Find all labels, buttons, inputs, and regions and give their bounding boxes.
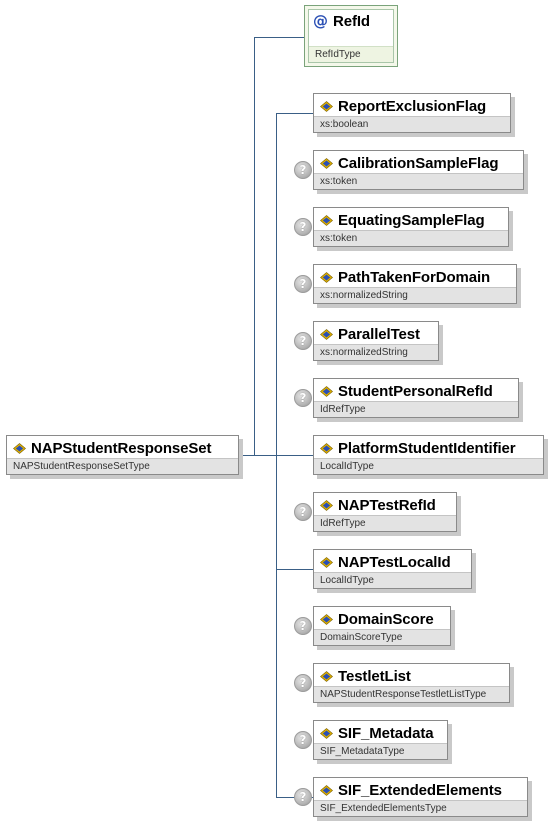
sequence-connector-horizontal (254, 455, 276, 456)
element-type: NAPStudentResponseTestletListType (314, 686, 509, 702)
element-icon (320, 727, 333, 739)
element-type: IdRefType (314, 515, 456, 531)
optional-icon: ? (294, 332, 312, 350)
element-name: SIF_ExtendedElements (338, 781, 502, 799)
element-node-naptestrefid[interactable]: NAPTestRefId IdRefType (313, 492, 461, 536)
optional-icon: ? (294, 218, 312, 236)
element-name: SIF_Metadata (338, 724, 434, 742)
child-connector (276, 113, 313, 114)
element-name: DomainScore (338, 610, 434, 628)
element-type: xs:token (314, 173, 523, 189)
optional-icon: ? (294, 161, 312, 179)
element-type: xs:normalizedString (314, 344, 438, 360)
element-icon (320, 613, 333, 625)
element-node-pathtakenfordomain[interactable]: PathTakenForDomain xs:normalizedString (313, 264, 521, 308)
root-element-name: NAPStudentResponseSet (31, 439, 212, 457)
element-name: StudentPersonalRefId (338, 382, 493, 400)
element-icon (13, 442, 26, 454)
element-name: CalibrationSampleFlag (338, 154, 499, 172)
element-node-domainscore[interactable]: DomainScore DomainScoreType (313, 606, 455, 650)
element-icon (320, 271, 333, 283)
element-node-equatingsampleflag[interactable]: EquatingSampleFlag xs:token (313, 207, 513, 251)
element-type: SIF_MetadataType (314, 743, 447, 759)
element-node-paralleltest[interactable]: ParallelTest xs:normalizedString (313, 321, 443, 365)
element-icon (320, 784, 333, 796)
optional-icon: ? (294, 617, 312, 635)
element-icon (320, 100, 333, 112)
attribute-icon: @ (313, 12, 328, 30)
element-icon (320, 442, 333, 454)
element-name: EquatingSampleFlag (338, 211, 485, 229)
element-name: ParallelTest (338, 325, 420, 343)
element-type: DomainScoreType (314, 629, 450, 645)
element-node-testletlist[interactable]: TestletList NAPStudentResponseTestletLis… (313, 663, 514, 707)
attribute-connector-horizontal (254, 37, 304, 38)
element-node-studentpersonalrefid[interactable]: StudentPersonalRefId IdRefType (313, 378, 523, 422)
attribute-type: RefIdType (309, 46, 393, 62)
element-name: ReportExclusionFlag (338, 97, 487, 115)
element-icon (320, 385, 333, 397)
element-name: NAPTestLocalId (338, 553, 451, 571)
optional-icon: ? (294, 788, 312, 806)
element-type: xs:boolean (314, 116, 510, 132)
element-name: TestletList (338, 667, 411, 685)
element-type: LocalIdType (314, 572, 471, 588)
element-type: xs:normalizedString (314, 287, 516, 303)
optional-icon: ? (294, 503, 312, 521)
optional-icon: ? (294, 731, 312, 749)
element-type: LocalIdType (314, 458, 543, 474)
root-element-node[interactable]: NAPStudentResponseSet NAPStudentResponse… (6, 435, 243, 479)
optional-icon: ? (294, 275, 312, 293)
optional-icon: ? (294, 389, 312, 407)
element-name: NAPTestRefId (338, 496, 436, 514)
element-node-reportexclusionflag[interactable]: ReportExclusionFlag xs:boolean (313, 93, 515, 137)
element-type: xs:token (314, 230, 508, 246)
root-connector (239, 455, 254, 456)
element-name: PlatformStudentIdentifier (338, 439, 516, 457)
child-connector (276, 569, 313, 570)
attribute-name: RefId (333, 12, 371, 30)
element-node-calibrationsampleflag[interactable]: CalibrationSampleFlag xs:token (313, 150, 528, 194)
element-node-platformstudentidentifier[interactable]: PlatformStudentIdentifier LocalIdType (313, 435, 548, 479)
child-connector (276, 455, 313, 456)
element-node-sif-extendedelements[interactable]: SIF_ExtendedElements SIF_ExtendedElement… (313, 777, 532, 821)
attribute-node-refid[interactable]: @ RefId RefIdType (304, 5, 398, 67)
element-type: IdRefType (314, 401, 518, 417)
element-node-naptestlocalid[interactable]: NAPTestLocalId LocalIdType (313, 549, 476, 593)
element-icon (320, 499, 333, 511)
element-icon (320, 157, 333, 169)
element-type: SIF_ExtendedElementsType (314, 800, 527, 816)
root-element-type: NAPStudentResponseSetType (7, 458, 238, 474)
element-icon (320, 328, 333, 340)
element-node-sif-metadata[interactable]: SIF_Metadata SIF_MetadataType (313, 720, 452, 764)
element-icon (320, 214, 333, 226)
element-icon (320, 670, 333, 682)
optional-icon: ? (294, 674, 312, 692)
element-icon (320, 556, 333, 568)
attribute-connector-vertical (254, 37, 255, 456)
element-name: PathTakenForDomain (338, 268, 491, 286)
